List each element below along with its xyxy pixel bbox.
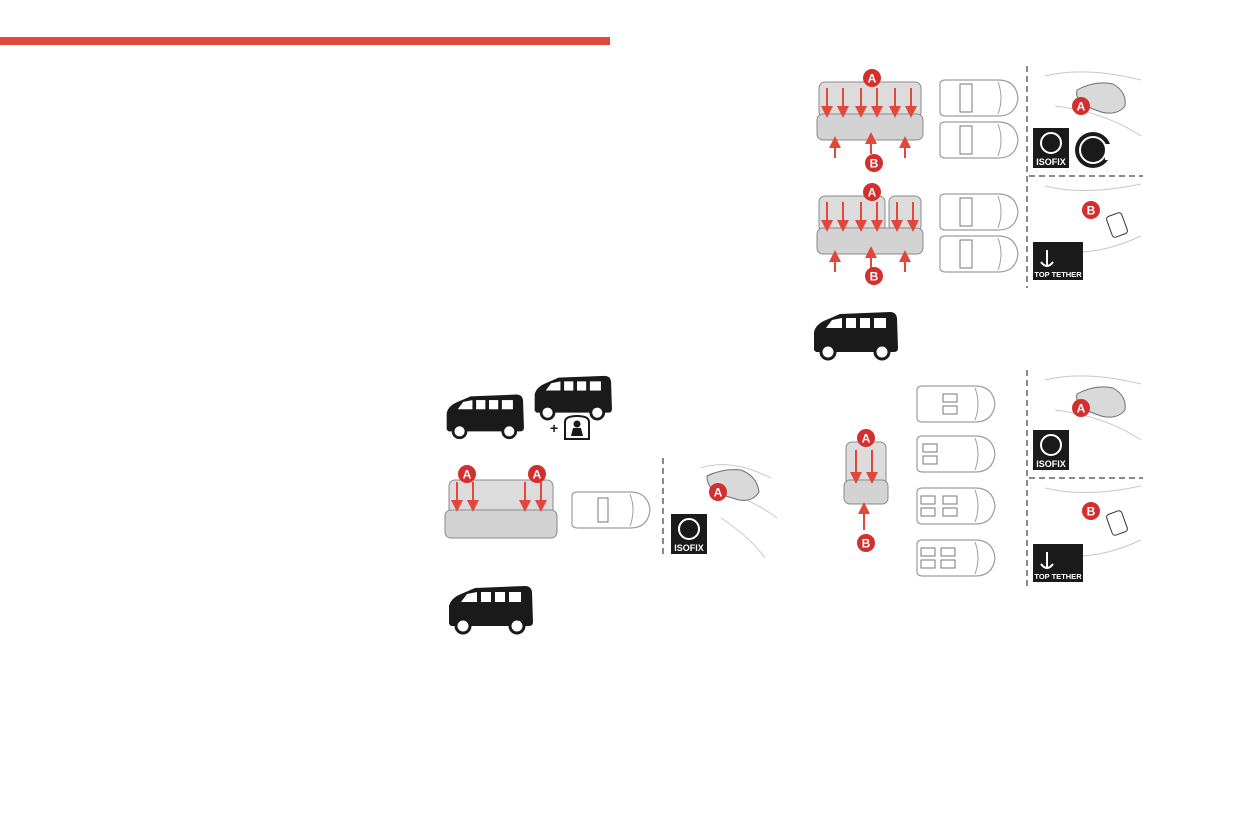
van-icon [447, 584, 535, 635]
svg-text:B: B [870, 157, 879, 171]
isofix-anchor-detail: ISOFIX [662, 458, 778, 559]
svg-text:A: A [1077, 100, 1086, 114]
seat-layout-plan [916, 487, 996, 525]
rear-bench-seat [444, 479, 558, 539]
svg-text:A: A [463, 468, 472, 482]
marker-a: A [1072, 97, 1090, 115]
svg-text:ISOFIX: ISOFIX [674, 543, 704, 553]
seat-layout-plan [916, 385, 996, 423]
svg-text:A: A [714, 486, 723, 500]
marker-a: A [709, 483, 727, 501]
marker-a: A [857, 429, 875, 447]
marker-a: A [863, 183, 881, 201]
marker-a: A [458, 465, 476, 483]
seat-layout-plan [571, 491, 651, 529]
svg-text:TOP TETHER: TOP TETHER [1034, 572, 1082, 581]
svg-text:B: B [1087, 505, 1096, 519]
svg-text:B: B [870, 270, 879, 284]
svg-text:A: A [868, 72, 877, 86]
marker-b: B [857, 534, 875, 552]
marker-a: A [1072, 399, 1090, 417]
seat-layout-plan [916, 435, 996, 473]
isofix-top-tether-detail: ISOFIX TOP TETHER [1026, 66, 1143, 288]
svg-text:A: A [862, 432, 871, 446]
van-two-icons [443, 374, 623, 440]
header-accent-bar [0, 37, 610, 45]
plus-label: + [550, 420, 559, 436]
svg-text:A: A [868, 186, 877, 200]
rear-split-seat [816, 195, 924, 272]
seat-layout-plan [939, 235, 1019, 273]
rear-bench-seat-top [816, 81, 924, 158]
svg-text:A: A [1077, 402, 1086, 416]
seat-layout-plan [939, 121, 1019, 159]
single-seat [843, 441, 889, 530]
child-seat-plus: + [550, 414, 590, 440]
marker-b: B [1082, 502, 1100, 520]
child-seat-info-icon [1075, 132, 1113, 168]
svg-text:A: A [533, 468, 542, 482]
marker-a: A [863, 69, 881, 87]
seat-layout-plan [916, 539, 996, 577]
marker-b: B [865, 154, 883, 172]
seat-layout-plan [939, 193, 1019, 231]
marker-a: A [528, 465, 546, 483]
svg-text:TOP TETHER: TOP TETHER [1034, 270, 1082, 279]
seat-layout-plan [939, 79, 1019, 117]
svg-text:ISOFIX: ISOFIX [1036, 157, 1066, 167]
svg-text:B: B [862, 537, 871, 551]
child-seat-icon [564, 414, 590, 440]
marker-b: B [865, 267, 883, 285]
van-icon [812, 310, 900, 361]
svg-text:ISOFIX: ISOFIX [1036, 459, 1066, 469]
svg-text:B: B [1087, 204, 1096, 218]
marker-b: B [1082, 201, 1100, 219]
